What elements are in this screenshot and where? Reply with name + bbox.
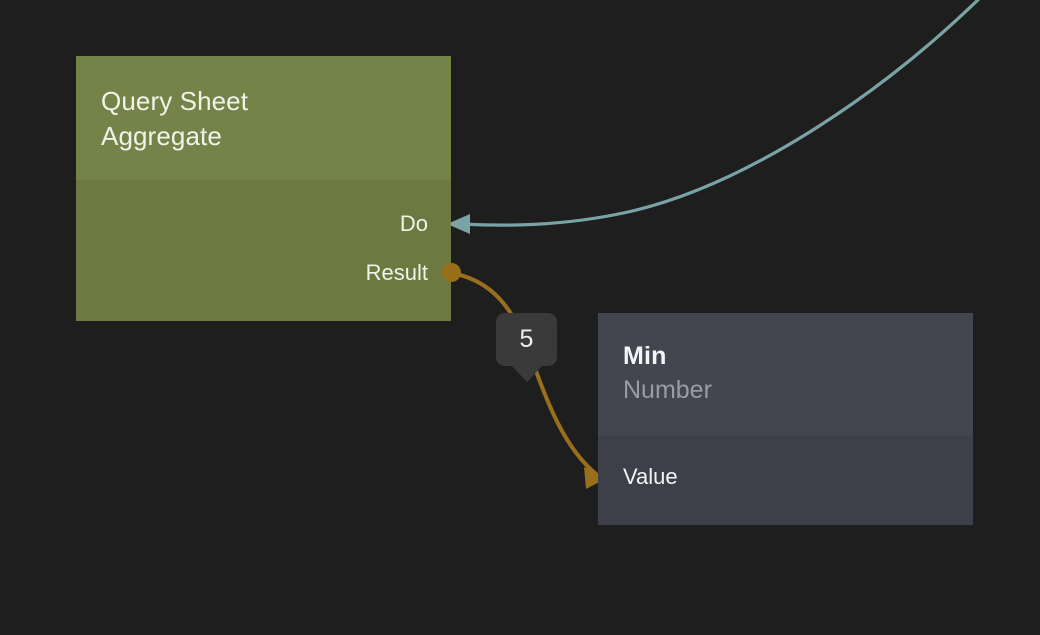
node-title: Query Sheet Aggregate <box>101 86 249 151</box>
port-row-value[interactable]: Value <box>623 466 678 488</box>
node-header[interactable]: Query Sheet Aggregate <box>76 56 451 180</box>
port-dot-result[interactable] <box>442 263 461 282</box>
wire-value-badge-tail <box>511 365 543 382</box>
port-row-result[interactable]: Result <box>366 262 428 284</box>
wire-value-badge[interactable]: 5 <box>496 313 557 366</box>
node-body: Value <box>598 436 973 525</box>
port-row-do[interactable]: Do <box>400 213 428 235</box>
data-wire-arrowhead <box>584 467 607 489</box>
wire-value-badge-text: 5 <box>519 325 534 353</box>
port-label-result: Result <box>365 260 428 285</box>
node-header[interactable]: Min Number <box>598 313 973 436</box>
port-label-do: Do <box>399 211 428 236</box>
port-label-value: Value <box>623 464 678 489</box>
node-title: Min <box>623 342 667 370</box>
node-query-sheet-aggregate[interactable]: Query Sheet Aggregate Do Result <box>76 56 451 321</box>
exec-wire[interactable] <box>460 0 984 227</box>
exec-wire-arrowhead <box>447 214 470 234</box>
node-min-number[interactable]: Min Number Value <box>598 313 973 525</box>
node-subtitle: Number <box>623 376 712 404</box>
node-body: Do Result <box>76 180 451 321</box>
